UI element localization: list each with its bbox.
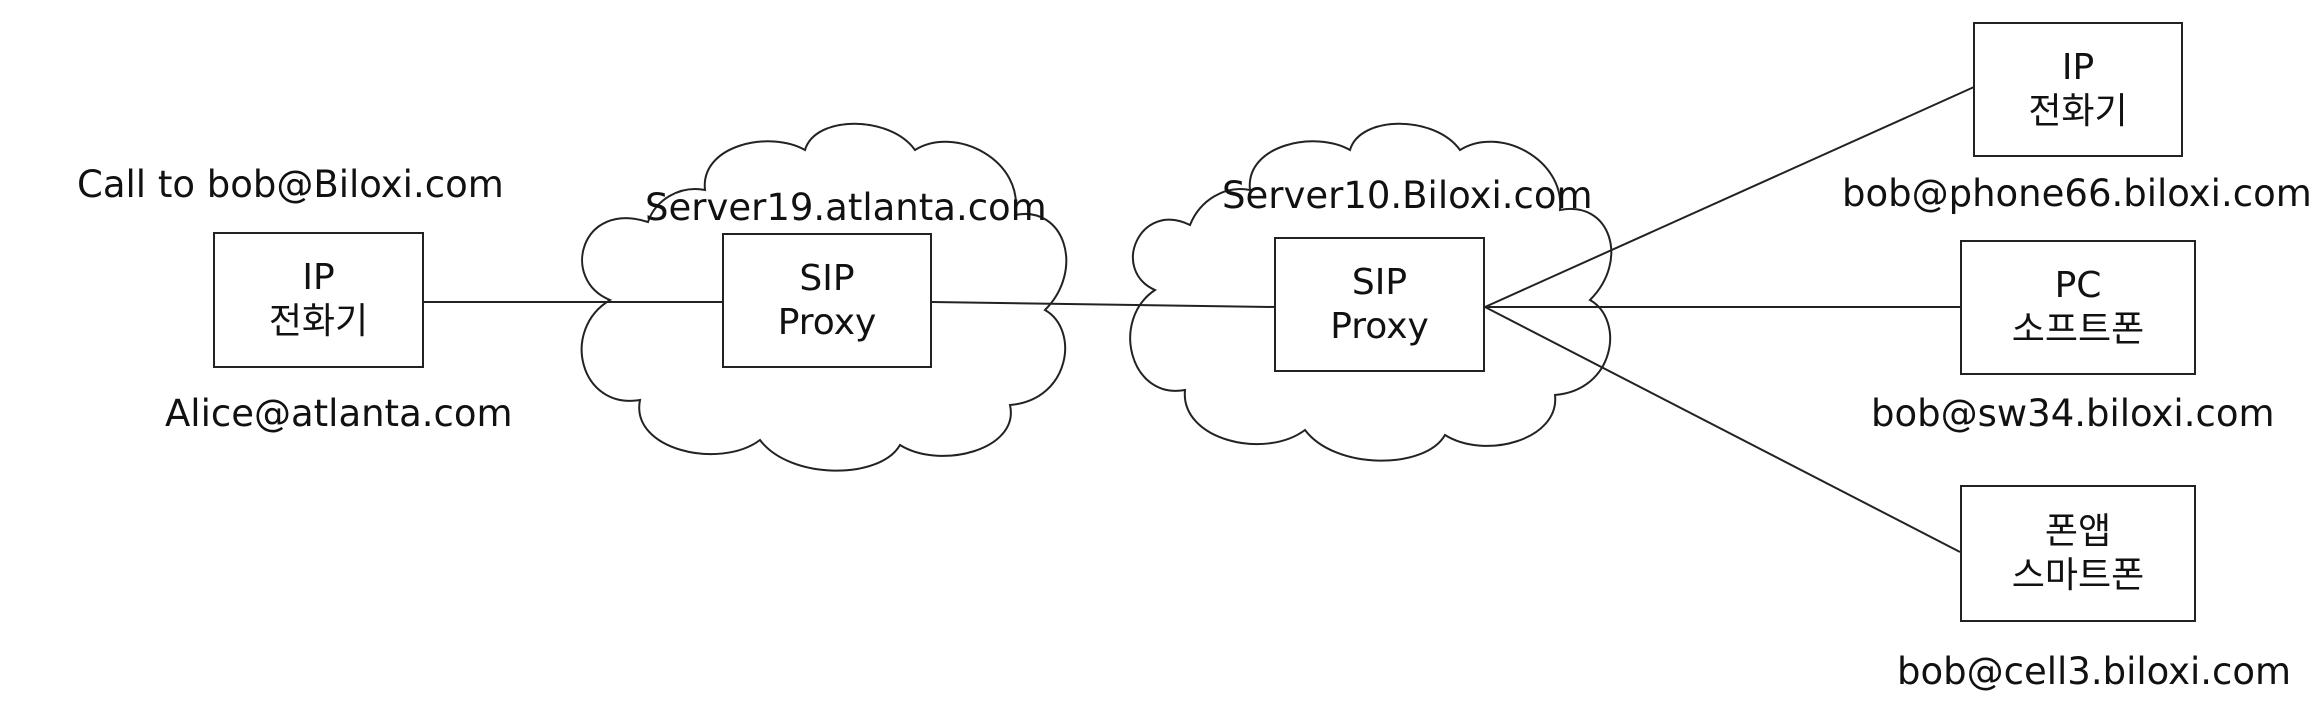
bob-ip-phone-address: bob@phone66.biloxi.com xyxy=(1842,172,2312,215)
bob-ip-phone-line1: IP xyxy=(2061,46,2095,88)
bob-ip-phone-line2: 전화기 xyxy=(2028,90,2128,132)
atlanta-sip-proxy-box: SIP Proxy xyxy=(722,233,932,368)
atlanta-server-name: Server19.atlanta.com xyxy=(645,186,1047,229)
atlanta-sip-proxy-line2: Proxy xyxy=(777,301,877,343)
bob-pc-softphone-line1: PC xyxy=(2054,264,2102,306)
biloxi-sip-proxy-box: SIP Proxy xyxy=(1274,237,1485,372)
bob-ip-phone-box: IP 전화기 xyxy=(1973,22,2183,157)
bob-pc-softphone-box: PC 소프트폰 xyxy=(1960,240,2196,375)
bob-smartphone-address: bob@cell3.biloxi.com xyxy=(1897,650,2292,693)
caller-address: Alice@atlanta.com xyxy=(165,392,513,435)
link-biloxi-to-ip-phone xyxy=(1484,86,1975,308)
bob-pc-softphone-line2: 소프트폰 xyxy=(2011,308,2145,350)
atlanta-sip-proxy-line1: SIP xyxy=(799,257,855,299)
bob-smartphone-line2: 스마트폰 xyxy=(2011,554,2145,596)
call-destination-label: Call to bob@Biloxi.com xyxy=(77,163,504,206)
caller-ip-phone-box: IP 전화기 xyxy=(213,232,424,368)
link-atlanta-to-biloxi xyxy=(931,301,1276,308)
bob-smartphone-line1: 폰앱 xyxy=(2044,510,2112,552)
bob-pc-softphone-address: bob@sw34.biloxi.com xyxy=(1871,392,2275,435)
biloxi-server-name: Server10.Biloxi.com xyxy=(1222,174,1593,217)
link-biloxi-to-smartphone xyxy=(1484,306,1961,553)
biloxi-sip-proxy-line2: Proxy xyxy=(1330,305,1429,347)
caller-ip-phone-line2: 전화기 xyxy=(268,301,369,342)
bob-smartphone-box: 폰앱 스마트폰 xyxy=(1960,485,2196,622)
caller-ip-phone-line1: IP xyxy=(302,257,335,298)
biloxi-sip-proxy-line1: SIP xyxy=(1351,261,1408,303)
